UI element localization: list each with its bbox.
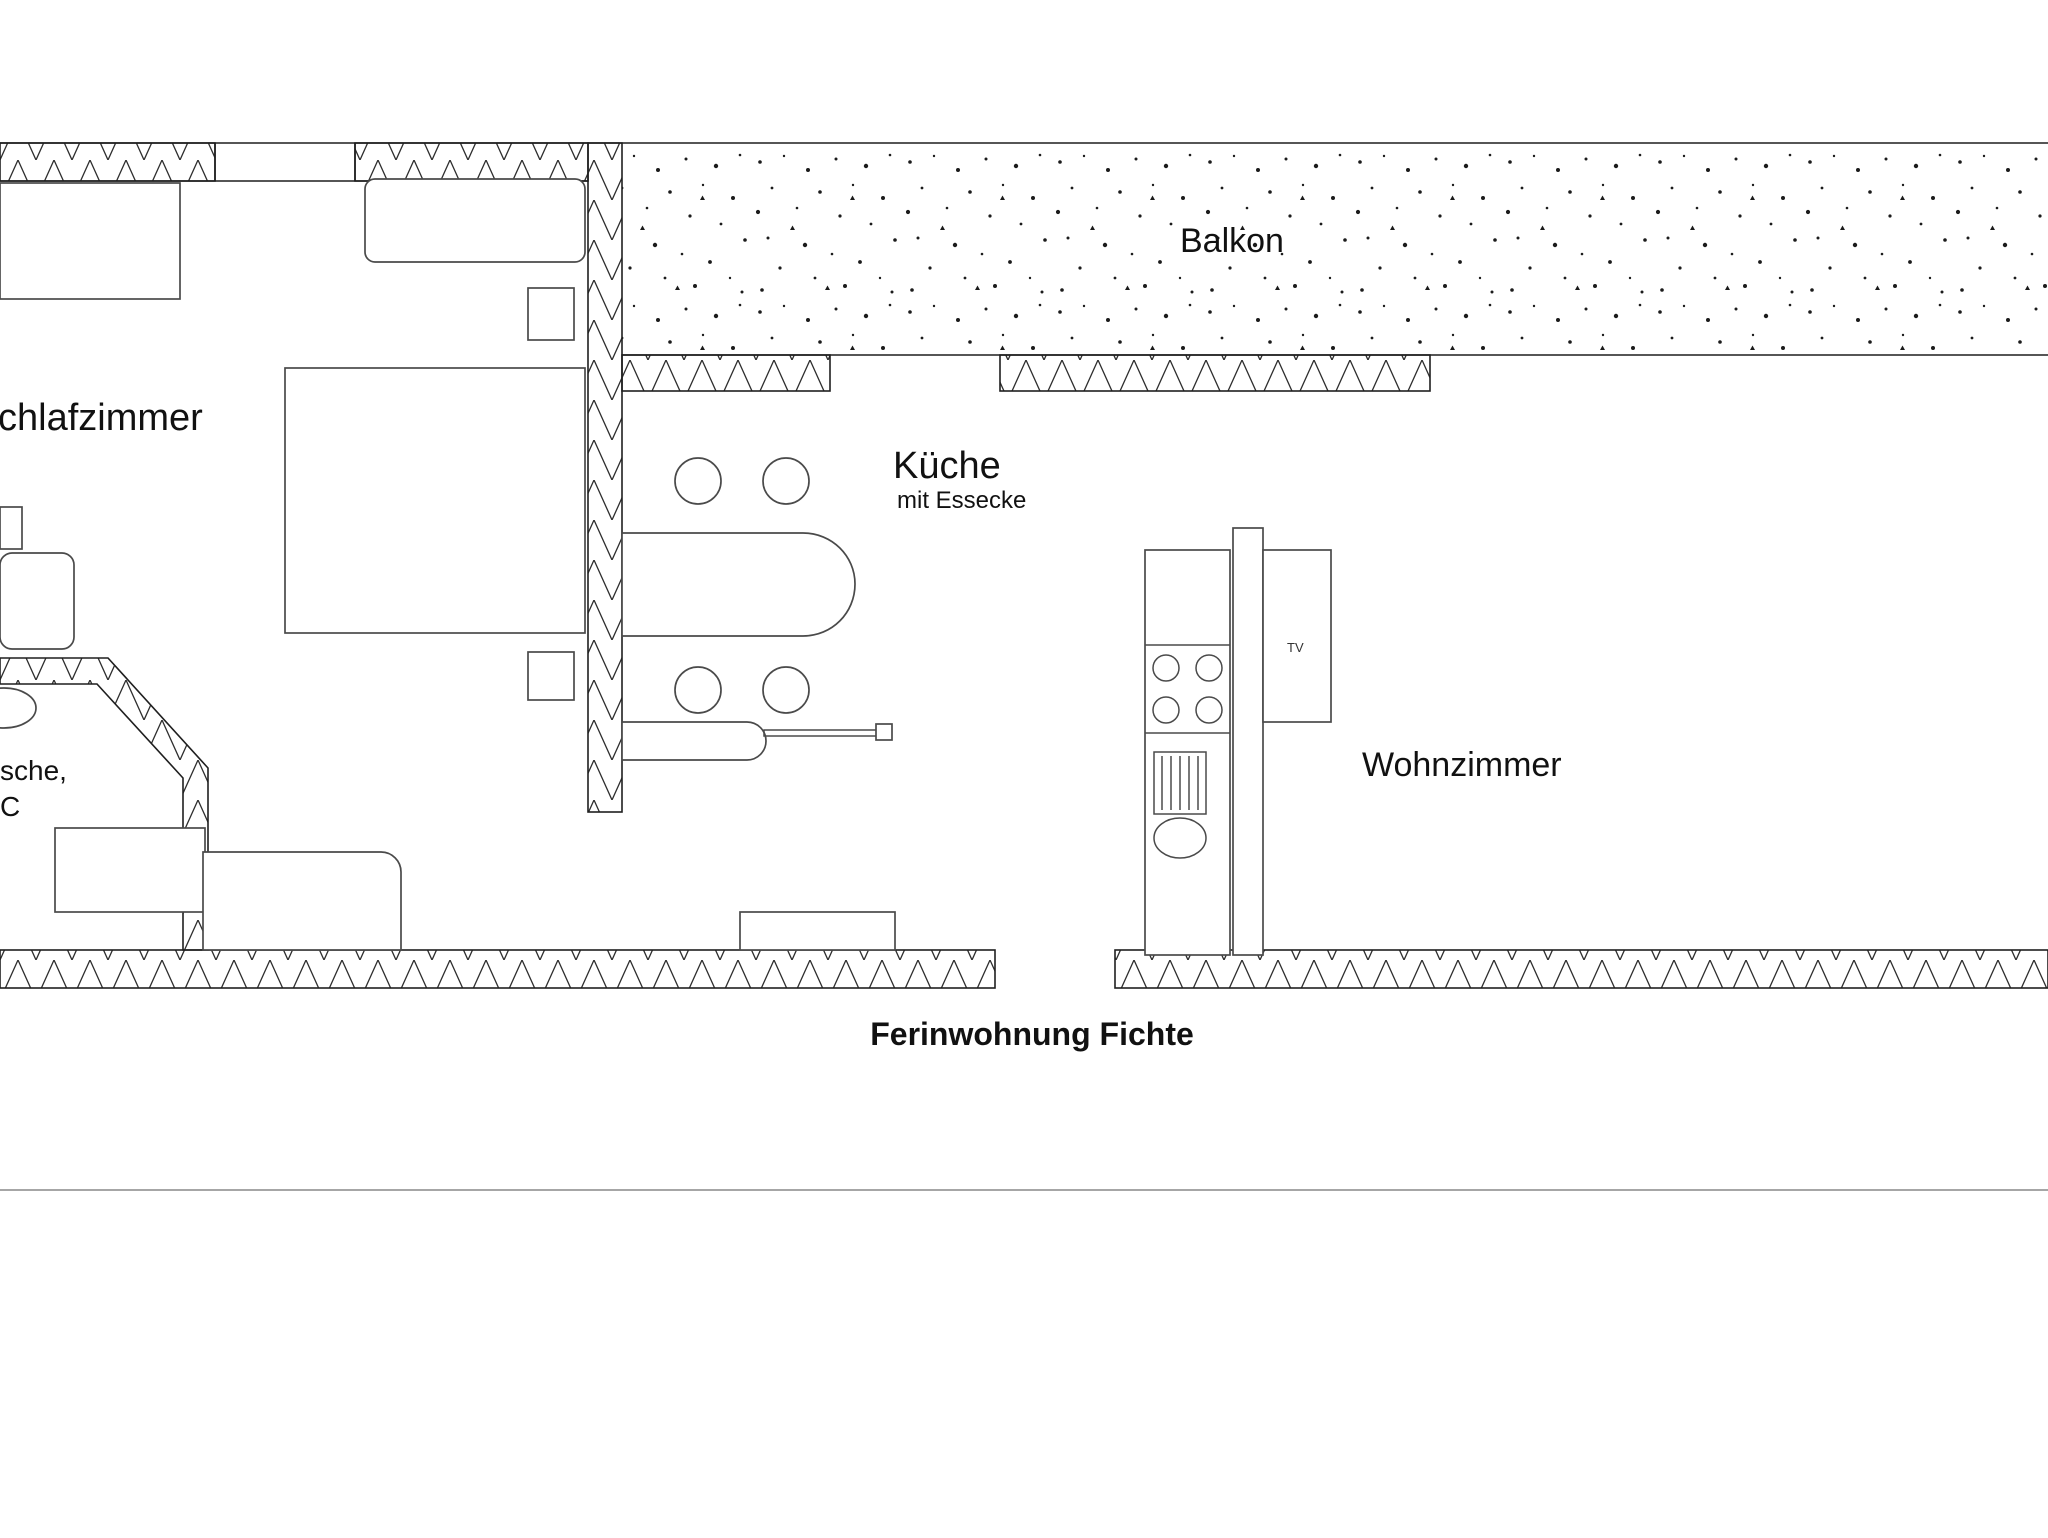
wall-top-mid [354,142,589,182]
bench-left [54,827,206,913]
balcony-label: Balkon [1180,222,1284,260]
kitchen-label: Küche [893,445,1001,487]
tv-cabinet: TV [1262,549,1332,723]
balcony-floor [622,145,2048,356]
stove-burner-2 [1195,654,1223,682]
wall-bottom-left [0,949,996,989]
stove-burner-4 [1195,696,1223,724]
bath-label-line2: C [0,791,20,822]
bench-right [202,851,402,951]
dining-table [621,532,856,637]
stove-burner-1 [1152,654,1180,682]
nightstand-top [527,287,575,341]
stove-burner-3 [1152,696,1180,724]
bath-label-line1: sche, [0,755,67,786]
chair-top-right [762,457,810,505]
kitchen-counter [621,721,767,761]
bedroom-label: chlafzimmer [0,397,203,439]
kitchen-unit [1144,549,1231,956]
grill [1153,751,1207,815]
toilet [0,687,37,729]
wall-bathroom [0,657,209,951]
tv-label: TV [1287,640,1304,655]
wall-under-balcony-right [999,354,1431,392]
wall-bottom-right [1114,949,2048,989]
wall-bedroom-kitchen [587,142,623,813]
bed-double [284,367,586,634]
partition-wall [1232,527,1264,956]
washbasin [0,506,75,650]
living-room-label: Wohnzimmer [1362,746,1562,784]
doormat [739,911,896,951]
wardrobe [0,182,181,300]
plan-caption: Ferinwohnung Fichte [870,1016,1194,1052]
bed-single [364,178,586,263]
nightstand-bottom [527,651,575,701]
chair-bottom-left [674,666,722,714]
sink [1153,817,1207,859]
kitchen-sublabel: mit Essecke [897,487,1026,514]
wall-under-balcony-left [621,354,831,392]
chair-bottom-right [762,666,810,714]
wall-top-left [0,142,216,182]
chair-top-left [674,457,722,505]
serving-bar [763,723,893,741]
